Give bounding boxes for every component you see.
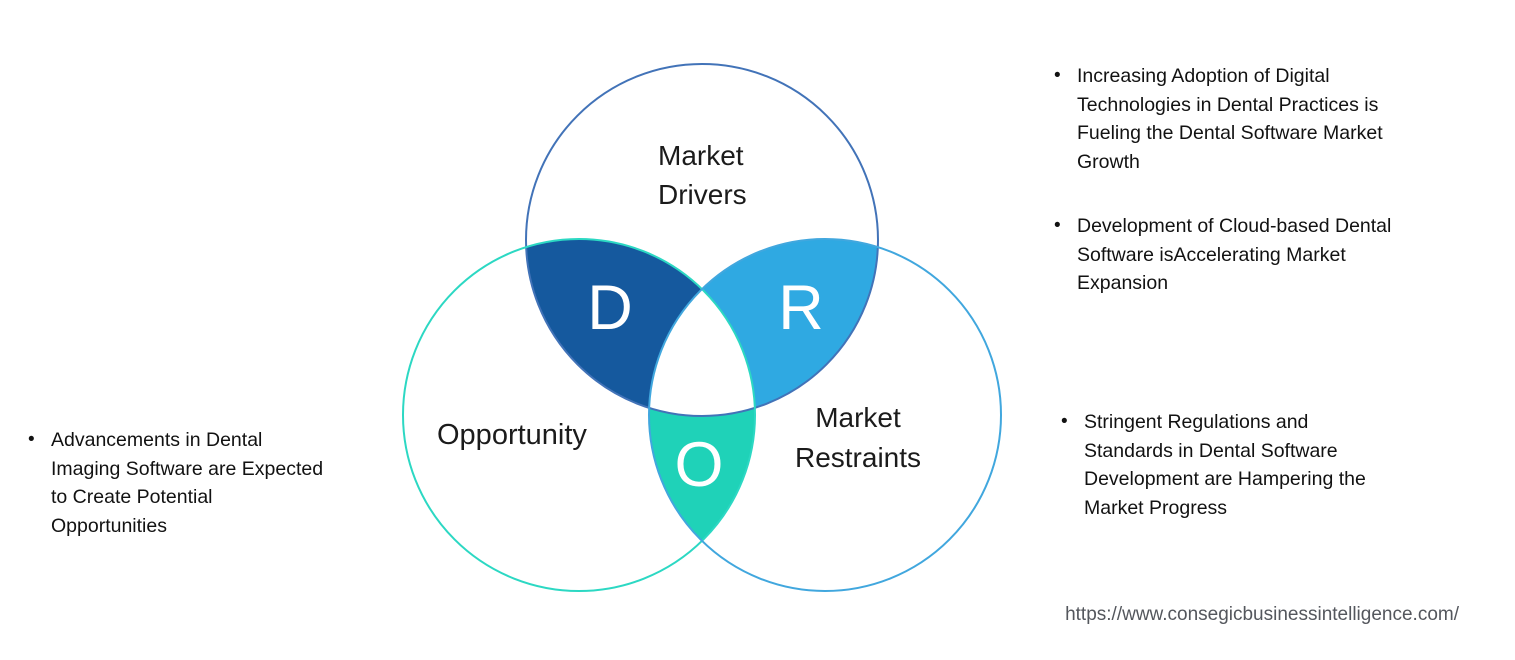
list-item: • Stringent Regulations and Standards in… — [1057, 408, 1497, 522]
driver-bullet-1-text: Increasing Adoption of Digital Technolog… — [1077, 65, 1383, 173]
list-item: • Increasing Adoption of Digital Technol… — [1050, 62, 1496, 176]
market-restraints-label: Market Restraints — [794, 402, 922, 473]
restraint-bullet-text: Stringent Regulations and Standards in D… — [1084, 411, 1366, 519]
drivers-circle-outline — [525, 63, 879, 417]
bullet-dot-icon: • — [1054, 65, 1061, 86]
opportunity-label: Opportunity — [437, 419, 587, 451]
list-item: • Advancements in Dental Imaging Softwar… — [24, 426, 416, 540]
market-drivers-label: Market Drivers — [658, 140, 747, 210]
opportunity-circle-outline — [402, 238, 756, 592]
bullet-dot-icon: • — [1061, 411, 1068, 432]
source-url: https://www.consegicbusinessintelligence… — [1065, 604, 1459, 625]
restraints-circle-outline — [648, 238, 1002, 592]
list-item: • Development of Cloud-based Dental Soft… — [1050, 212, 1496, 298]
bullet-dot-icon: • — [1054, 215, 1061, 236]
bullet-dot-icon: • — [28, 429, 35, 450]
opportunity-bullet-text: Advancements in Dental Imaging Software … — [51, 429, 324, 537]
drivers-letter: D — [587, 273, 633, 343]
driver-bullet-2-text: Development of Cloud-based Dental Softwa… — [1077, 215, 1392, 294]
restraints-letter: R — [778, 273, 824, 343]
opportunity-letter: O — [674, 430, 723, 500]
